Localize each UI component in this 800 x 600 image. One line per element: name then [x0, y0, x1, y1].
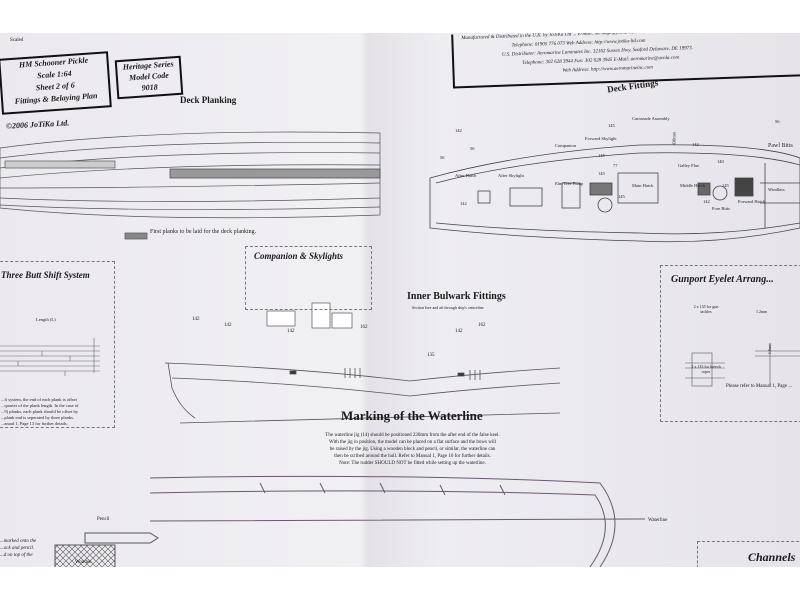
pencil-label: Pencil: [97, 517, 110, 522]
three-butt-body: ...ft system, the end of each plank is o…: [1, 397, 78, 427]
fitting-label: Main Hatch: [632, 183, 654, 188]
companion-skylights-box: Companion & Skylights: [245, 246, 372, 310]
gunport-dim: 1.6mm: [767, 342, 773, 355]
body-line: ...ock and pencil.: [0, 546, 35, 551]
inner-bulwark-drawing: [164, 362, 561, 424]
fitting-label: 56: [775, 119, 780, 124]
body-line: ...marked onto the: [0, 539, 37, 544]
fitting-label: 142: [692, 142, 699, 147]
three-butt-title: Three Butt Shift System: [1, 270, 90, 280]
three-butt-drawing: [0, 338, 100, 376]
gunport-box: Gunport Eyelet Arrang... 2 x 135 for gun…: [660, 265, 800, 422]
body-line: ...9) planks, each plank should be offse…: [1, 409, 79, 414]
fitting-label: 77: [613, 163, 618, 168]
fitting-label: 142: [455, 128, 462, 133]
fitting-label: 142: [460, 201, 467, 206]
body-line: be raised by the jig. Using a wooden blo…: [329, 447, 496, 452]
body-line: ...ft system, the end of each plank is o…: [1, 397, 77, 402]
waterline-body: The waterline jig (14) should be positio…: [300, 432, 525, 467]
body-line: The waterline jig (14) should be positio…: [325, 433, 500, 438]
bulwark-label: 142: [287, 329, 295, 334]
bulwark-label: 162: [360, 325, 368, 330]
gunport-label: 2 x 135 for breech ropes: [691, 364, 721, 374]
deck-planking-legend: First planks to be laid for the deck pla…: [150, 229, 257, 235]
plan-sheet-photo: Scaled HM Schooner Pickle Scale 1:64 She…: [0, 33, 800, 567]
channels-box: Channels: [697, 541, 800, 567]
body-line: ...quarter of the plank length. In the c…: [1, 403, 79, 408]
fitting-label: Forward Skylight: [585, 136, 617, 141]
body-line: Note: The rudder SHOULD NOT be fitted wh…: [339, 461, 486, 466]
body-line: ...d on top of the: [0, 553, 33, 558]
fitting-label: Fore Bitts: [712, 206, 730, 211]
fitting-label: 140: [717, 159, 724, 164]
fitting-label: Elm Tree Pump: [555, 181, 584, 186]
body-line: ...anual 1, Page 13 for further details.: [1, 421, 68, 426]
channels-title: Channels: [748, 550, 796, 564]
fitting-label: Galley Flue: [678, 163, 700, 168]
body-line: ...plank end is seperated by three plank…: [1, 415, 74, 420]
companion-title: Companion & Skylights: [254, 251, 344, 261]
deck-planking-title: Deck Planking: [180, 95, 237, 105]
fitting-label: 145: [618, 194, 625, 199]
fitting-label: Middle Hatch: [680, 183, 705, 188]
gunport-title: Gunport Eyelet Arrang...: [671, 274, 774, 285]
fitting-label: 430mm: [671, 131, 677, 146]
gunport-label: 2 x 135 for gun tackles: [693, 304, 719, 314]
three-butt-box: Three Butt Shift System Length (L) ...ft…: [0, 261, 115, 428]
deck-fittings-drawing: [429, 144, 800, 243]
block-label: Wooden: [75, 560, 92, 565]
fitting-label: 142: [703, 199, 710, 204]
bulwark-label: 142: [455, 329, 463, 334]
fitting-label: 56: [440, 155, 445, 160]
fitting-label: 145: [598, 153, 605, 158]
fitting-label: 145: [722, 183, 729, 188]
fitting-label: After Skylight: [498, 173, 524, 178]
fitting-label: Companion: [555, 143, 576, 148]
length-label: Length (L): [36, 317, 56, 322]
body-line: With the jig in position, the model can …: [329, 440, 496, 445]
title-box: HM Schooner Pickle Scale 1:64 Sheet 2 of…: [0, 51, 112, 115]
waterline-title: Marking of the Waterline: [341, 408, 483, 423]
bulwark-label: 162: [478, 323, 486, 328]
bulwark-label: 142: [224, 323, 232, 328]
fitting-label: Windlass: [768, 187, 785, 192]
gunport-drawing: [685, 345, 800, 387]
fitting-label: 145: [598, 171, 605, 176]
fitting-label: Carronade Assembly: [632, 116, 670, 121]
bulwark-title: Inner Bulwark Fittings: [407, 291, 506, 302]
fitting-label: After Hatch: [455, 173, 477, 178]
gunport-dim: 1.2mm: [756, 309, 768, 314]
waterline-label: Waterline: [648, 518, 668, 523]
plan-drawings: [0, 131, 800, 567]
waterline-drawing: [54, 475, 646, 567]
waterline-left-text: ...marked onto the ...ock and pencil. ..…: [0, 538, 36, 559]
heritage-box: Heritage Series Model Code 9018: [114, 55, 184, 100]
fitting-label: 145: [608, 123, 615, 128]
fitting-label: 56: [470, 146, 475, 151]
gunport-note: Please refer to Manual 1, Page ...: [726, 384, 793, 389]
bulwark-label: 135: [427, 353, 435, 358]
bulwark-label: 142: [192, 317, 200, 322]
bulwark-subtitle: Section fore and aft through ship's cent…: [412, 305, 484, 310]
scaled-note: Scaled: [10, 38, 24, 43]
body-line: then be scribed around the hull. Refer t…: [334, 454, 491, 459]
fitting-label: Pawl Bitts: [768, 143, 793, 149]
fitting-label: Forward Hatch: [738, 199, 766, 204]
deck-planking-drawing: [0, 131, 381, 240]
